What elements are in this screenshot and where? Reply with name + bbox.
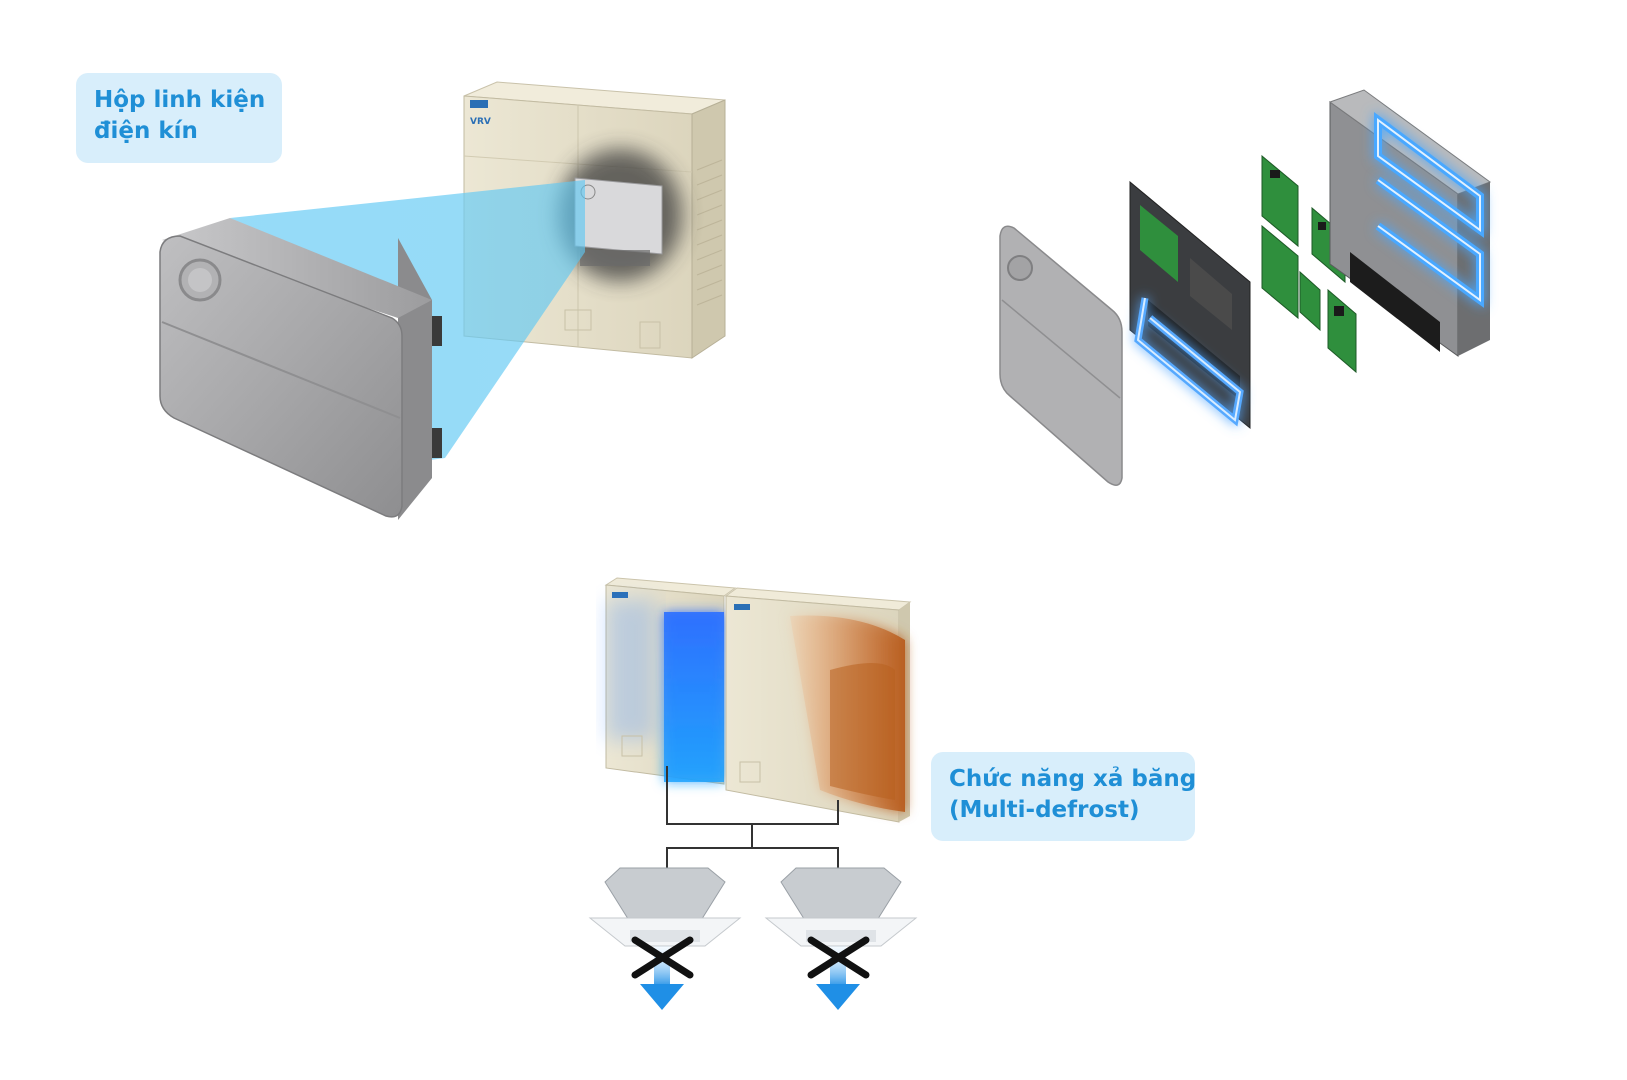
- refrigerant-piping: [666, 766, 839, 876]
- multi-defrost-label: Chức năng xả băng (Multi-defrost): [931, 752, 1197, 841]
- ceiling-cassette-icon: [588, 867, 742, 947]
- exploded-electrical-box-icon: [999, 89, 1492, 486]
- outdoor-unit-pair-icon: [604, 577, 912, 823]
- svg-text:VRV: VRV: [470, 117, 491, 127]
- electrical-box-label-line2: điện kín: [94, 118, 198, 144]
- multi-defrost-label-line2: (Multi-defrost): [949, 797, 1140, 823]
- multi-defrost-label-line1: Chức năng xả băng: [949, 766, 1197, 792]
- electrical-box-label-line1: Hộp linh kiện: [94, 87, 266, 113]
- cross-mark-icon: [807, 936, 870, 979]
- projection-beam: [230, 180, 585, 460]
- cross-mark-icon: [631, 936, 694, 979]
- sealed-electrical-box-icon: [159, 218, 442, 520]
- ceiling-cassette-icon: [764, 867, 918, 947]
- electrical-box-label: Hộp linh kiện điện kín: [76, 73, 282, 163]
